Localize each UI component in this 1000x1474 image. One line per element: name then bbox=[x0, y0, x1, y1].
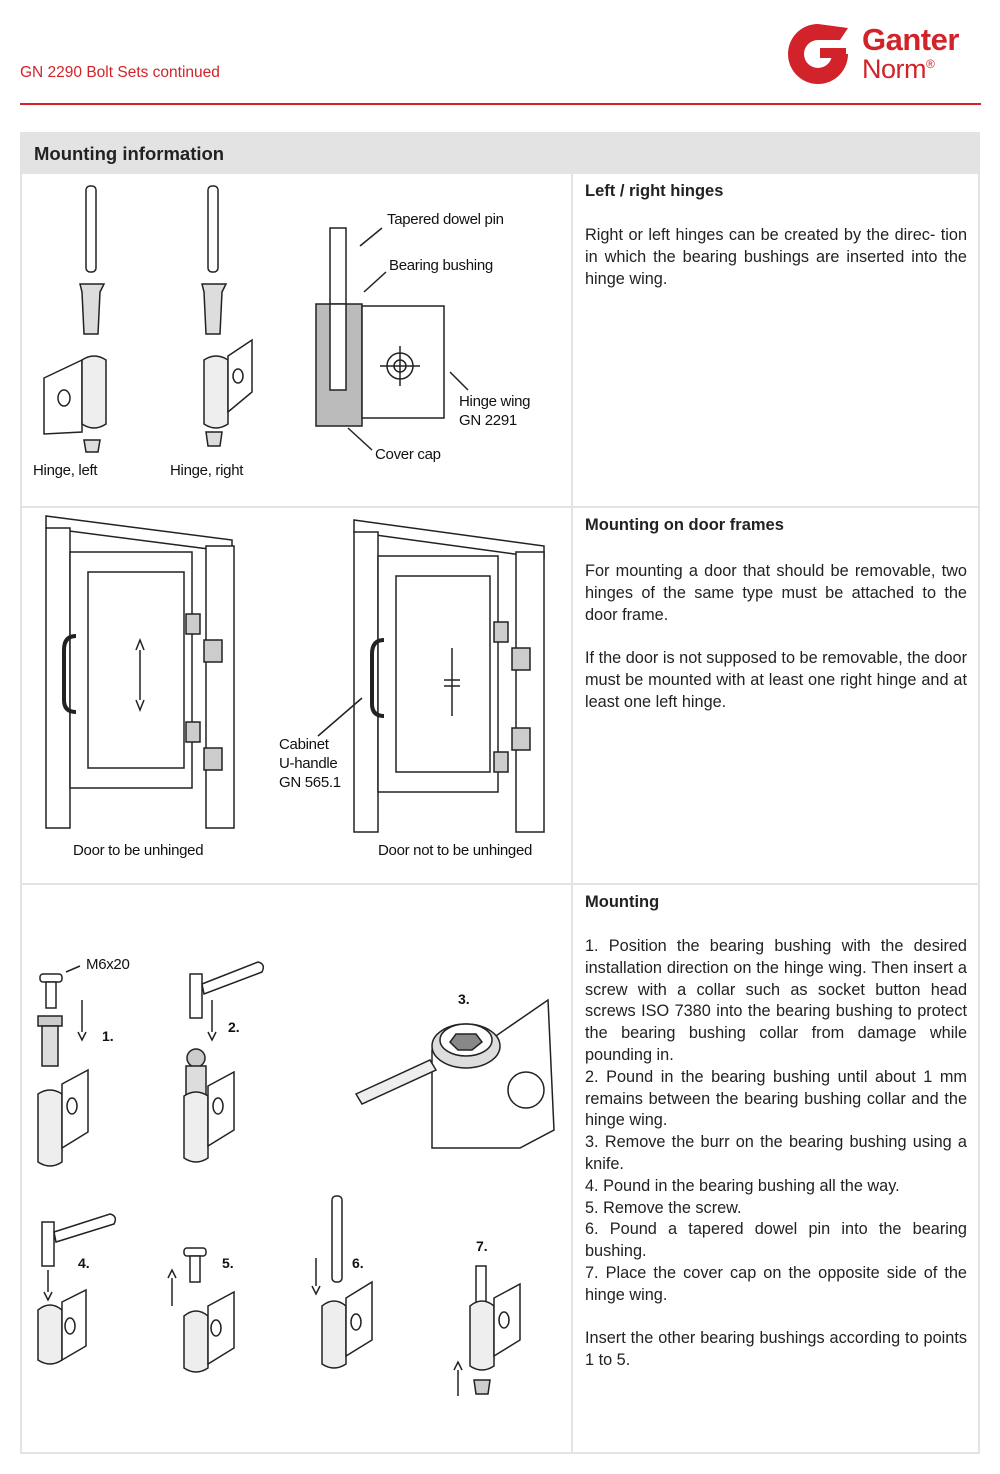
section-wing bbox=[361, 305, 445, 419]
label-dowel-pin: Tapered dowel pin bbox=[387, 211, 504, 228]
ganter-norm-logo: Ganter Norm® bbox=[780, 18, 985, 88]
dowel-pin-left bbox=[85, 185, 97, 273]
door-frames-para-2: If the door is not supposed to be remova… bbox=[585, 649, 967, 711]
label-step-7: 7. bbox=[476, 1238, 488, 1254]
label-step-3: 3. bbox=[458, 991, 470, 1007]
label-hinge-left: Hinge, left bbox=[33, 462, 98, 479]
label-door-unhinged: Door to be unhinged bbox=[73, 842, 204, 859]
bushing-right bbox=[201, 283, 228, 335]
label-screw: M6x20 bbox=[86, 956, 130, 973]
label-step-6: 6. bbox=[352, 1255, 364, 1271]
logo-line-2: Norm® bbox=[862, 54, 935, 84]
mounting-step-4: 4. Pound in the bearing bushing all the … bbox=[585, 1176, 900, 1195]
label-hinge-wing: Hinge wing bbox=[459, 393, 531, 410]
frame-post-left bbox=[45, 527, 71, 829]
label-cover-cap: Cover cap bbox=[375, 446, 441, 463]
door-frames-title: Mounting on door frames bbox=[585, 516, 784, 534]
section-title: Mounting information bbox=[34, 143, 225, 164]
frame-post-right bbox=[205, 545, 235, 829]
label-step-1: 1. bbox=[102, 1028, 114, 1044]
hinges-title: Left / right hinges bbox=[585, 182, 724, 200]
mounting-step-5: 5. Remove the screw. bbox=[585, 1198, 742, 1217]
frame-post-right-2 bbox=[515, 551, 545, 833]
mounting-text-panel bbox=[571, 883, 980, 1454]
cap-right bbox=[205, 431, 223, 447]
label-step-5: 5. bbox=[222, 1255, 234, 1271]
mounting-step-2: 2. Pound in the bearing bushing until ab… bbox=[585, 1067, 967, 1130]
bushing-left bbox=[79, 283, 106, 335]
label-handle-3: GN 565.1 bbox=[279, 774, 341, 791]
mounting-closing: Insert the other bearing bushings accord… bbox=[585, 1329, 967, 1370]
mounting-title: Mounting bbox=[585, 893, 660, 911]
label-step-2: 2. bbox=[228, 1019, 240, 1035]
label-hinge-right: Hinge, right bbox=[170, 462, 244, 479]
logo-mark-icon bbox=[788, 24, 848, 84]
door-frames-text: For mounting a door that should be remov… bbox=[585, 561, 967, 735]
label-step-4: 4. bbox=[78, 1255, 90, 1271]
header-rule bbox=[20, 103, 981, 105]
mounting-step-3: 3. Remove the burr on the bearing bushin… bbox=[585, 1133, 967, 1173]
mounting-steps: 1. Position the bearing bushing with the… bbox=[585, 936, 967, 1372]
label-bearing-bushing: Bearing bushing bbox=[389, 257, 493, 274]
dowel-pin-right bbox=[207, 185, 219, 273]
section-header: Mounting information bbox=[20, 132, 980, 172]
mounting-step-6: 6. Pound a tapered dowel pin into the be… bbox=[585, 1220, 967, 1261]
door-frames-para-1: For mounting a door that should be remov… bbox=[585, 562, 967, 624]
cap-left bbox=[83, 439, 101, 453]
logo-line-1: Ganter bbox=[862, 22, 959, 57]
label-door-not-unhinged: Door not to be unhinged bbox=[378, 842, 533, 859]
label-hinge-wing-code: GN 2291 bbox=[459, 412, 517, 429]
mounting-step-7: 7. Place the cover cap on the opposite s… bbox=[585, 1263, 967, 1304]
label-handle-2: U-handle bbox=[279, 755, 338, 772]
hinges-text: Right or left hinges can be created by t… bbox=[585, 226, 967, 288]
label-handle-1: Cabinet bbox=[279, 736, 329, 753]
mounting-step-1: 1. Position the bearing bushing with the… bbox=[585, 937, 967, 1064]
page-header-title: GN 2290 Bolt Sets continued bbox=[20, 64, 220, 81]
